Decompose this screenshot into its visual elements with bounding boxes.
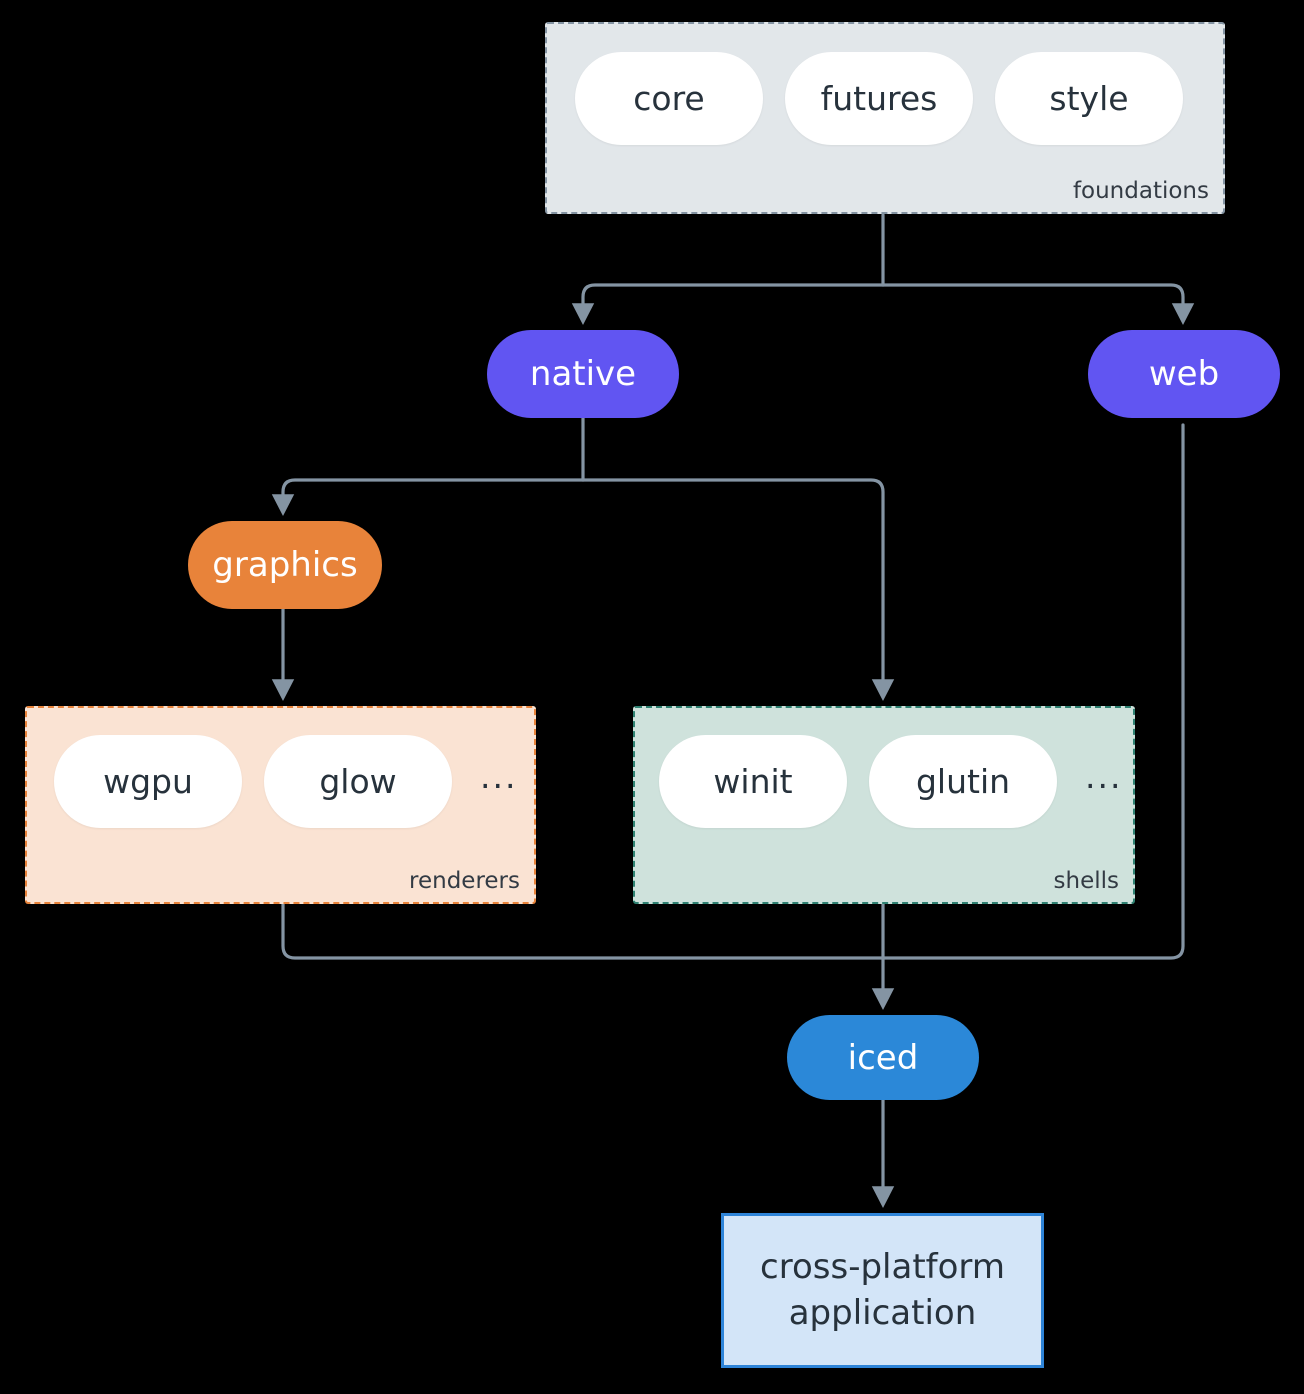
- edge-foundations-to-web: [881, 283, 1195, 326]
- chip-futures[interactable]: futures: [785, 52, 973, 145]
- edge-native-to-shells: [581, 478, 895, 702]
- group-shells: winit glutin ... shells: [633, 706, 1135, 904]
- group-label-shells: shells: [1053, 868, 1119, 894]
- edge-foundations-to-native: [571, 283, 885, 326]
- group-renderers: wgpu glow ... renderers: [25, 706, 536, 904]
- chip-glow[interactable]: glow: [264, 735, 452, 828]
- node-iced[interactable]: iced: [787, 1015, 979, 1100]
- shells-more-ellipsis: ...: [1085, 757, 1123, 796]
- chip-wgpu[interactable]: wgpu: [54, 735, 242, 828]
- edge-renderers-to-iced: [281, 902, 885, 960]
- chip-core[interactable]: core: [575, 52, 763, 145]
- chip-winit[interactable]: winit: [659, 735, 847, 828]
- node-graphics[interactable]: graphics: [188, 521, 382, 609]
- shells-chip-row: winit glutin ...: [659, 735, 1128, 828]
- node-native[interactable]: native: [487, 330, 679, 418]
- foundations-chip-row: core futures style: [575, 52, 1183, 145]
- group-label-renderers: renderers: [409, 868, 520, 894]
- application-line-2: application: [788, 1292, 977, 1333]
- application-line-1: cross-platform: [760, 1246, 1005, 1287]
- group-foundations: core futures style foundations: [545, 22, 1225, 214]
- group-label-foundations: foundations: [1072, 178, 1209, 204]
- renderers-more-ellipsis: ...: [480, 757, 518, 796]
- chip-style[interactable]: style: [995, 52, 1183, 145]
- node-cross-platform-application[interactable]: cross-platform application: [721, 1213, 1044, 1368]
- renderers-chip-row: wgpu glow ...: [54, 735, 523, 828]
- edge-native-to-graphics: [271, 478, 585, 517]
- node-web[interactable]: web: [1088, 330, 1280, 418]
- chip-glutin[interactable]: glutin: [869, 735, 1057, 828]
